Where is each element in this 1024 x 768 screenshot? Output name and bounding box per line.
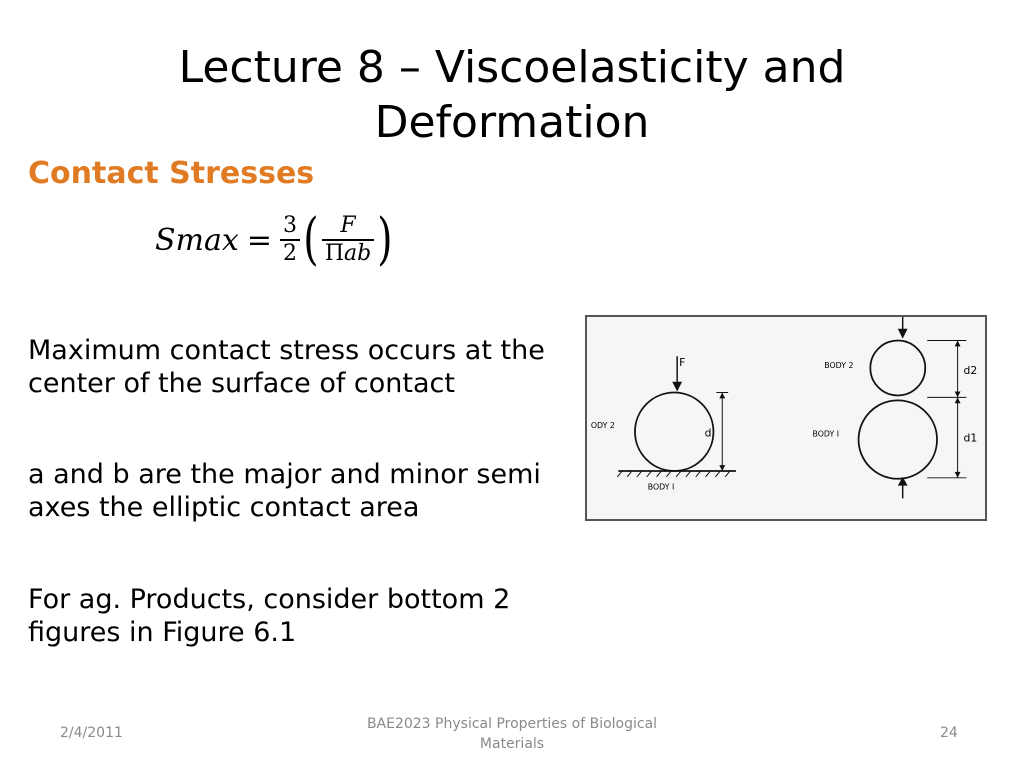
pi-symbol: Π [324,241,344,266]
fraction-numerator: 3 [282,213,297,238]
dim-arrow [719,465,726,471]
body1-label-right: BODY I [812,430,839,439]
sphere-body1 [857,399,938,480]
paragraph-max-stress: Maximum contact stress occurs at the cen… [28,335,545,399]
contact-figure: F ODY 2 BODY I d BODY 2 BODY I [585,315,987,521]
footer-date: 2/4/2011 [60,725,123,741]
dim-arrow [954,397,961,404]
dim-arrow [954,471,961,478]
fraction-bar [279,239,300,241]
fraction-force-area: F Πab [321,213,375,267]
force-arrow-head [672,381,683,392]
sphere-left [634,391,715,472]
slide-title: Lecture 8 – Viscoelasticity and Deformat… [178,42,846,148]
footer-course: BAE2023 Physical Properties of Biologica… [366,716,658,752]
fraction-denominator: 2 [282,241,297,266]
contact-diagram: F ODY 2 BODY I d BODY 2 BODY I [591,317,977,499]
ground-hatch [616,470,731,478]
fraction-denominator: Πab [322,241,374,267]
force-label: F [679,356,685,369]
fraction-bar [321,239,375,241]
d1-label: d1 [963,432,977,445]
paragraph-axes: a and b are the major and minor semi axe… [28,459,541,523]
section-heading: Contact Stresses [28,156,315,191]
dim-arrow [954,391,961,398]
fraction-three-halves: 3 2 [279,213,300,267]
fraction-numerator: F [340,213,356,238]
d-label: d [705,427,712,440]
sphere-body2 [869,339,927,397]
force-arrow-bottom-head [897,476,908,486]
dim-arrow [954,340,961,347]
paren-open: ( [303,207,319,272]
d2-label: d2 [963,364,977,377]
paren-close: ) [377,207,393,272]
formula-equals: = [246,222,272,258]
contact-stress-formula: Smax = 3 2 ( F Πab ) [155,200,396,280]
body2-label-right: BODY 2 [824,361,853,370]
paragraph-ag-products: For ag. Products, consider bottom 2 figu… [28,584,511,648]
footer-page-number: 24 [940,725,958,741]
force-arrow-top-head [897,328,908,339]
formula-lhs: Smax [155,222,239,258]
denominator-ab: ab [344,241,372,266]
body2-label-left: ODY 2 [591,421,615,430]
body1-label-left: BODY I [648,483,675,492]
dim-arrow [719,392,726,399]
